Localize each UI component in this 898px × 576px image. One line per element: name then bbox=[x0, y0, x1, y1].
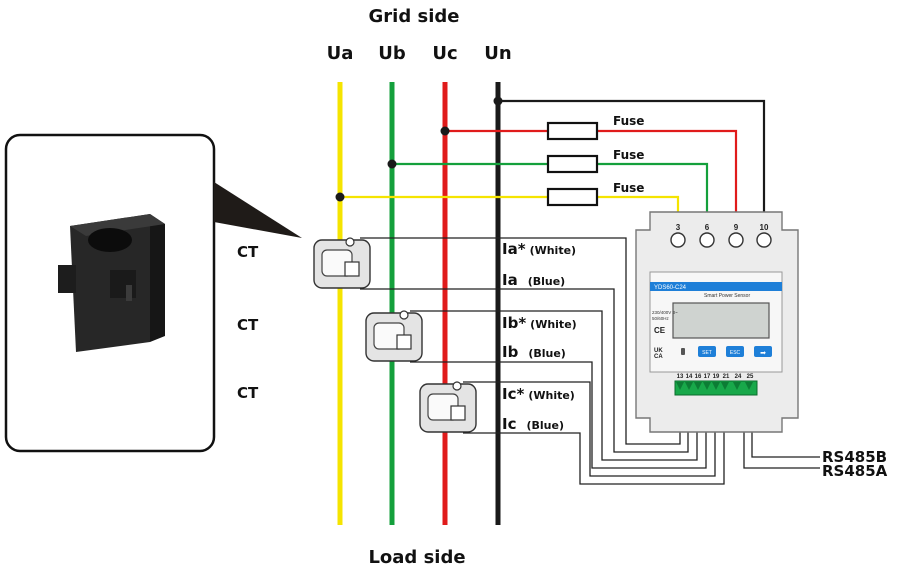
meter-bottom-terminals: 13 14 16 17 19 21 24 25 bbox=[674, 374, 758, 396]
junction-dot-un bbox=[493, 96, 503, 106]
junction-dot-ua bbox=[335, 192, 345, 202]
fuse-1 bbox=[546, 121, 599, 141]
ct-product-image bbox=[58, 214, 165, 352]
terminal-screw-3 bbox=[670, 232, 686, 248]
terminal-screw-6 bbox=[699, 232, 715, 248]
meter-model: YDS60-C24 bbox=[654, 285, 687, 291]
terminal-label-10: 10 bbox=[760, 223, 769, 232]
phase-label-ua: Ua bbox=[327, 43, 354, 64]
ct-label-3: CT bbox=[237, 384, 259, 402]
rs485b-label: RS485B bbox=[822, 448, 887, 466]
ct-label-2: CT bbox=[237, 316, 259, 334]
terminal-label-17: 17 bbox=[704, 374, 711, 380]
wire-label-ib-white: Ib*(White) bbox=[502, 314, 577, 332]
wire-label-ic-white: Ic*(White) bbox=[502, 385, 575, 403]
meter-spec-2: 50/60Hz bbox=[652, 316, 670, 321]
meter-spec-1: 230/400V 3~ bbox=[652, 310, 678, 315]
meter-lcd bbox=[672, 302, 770, 339]
ukca-mark-ca: CA bbox=[654, 354, 663, 360]
ct-wire-ic-white bbox=[463, 381, 716, 477]
meter-esc-label: ESC bbox=[730, 350, 741, 356]
ct-callout-pointer bbox=[214, 182, 302, 238]
wire-label-ic-blue: Ic(Blue) bbox=[502, 415, 564, 433]
meter-header-bar bbox=[650, 282, 782, 291]
terminal-label-3: 3 bbox=[676, 223, 681, 232]
meter-next-label: ➡ bbox=[760, 350, 766, 357]
meter-set-label: SET bbox=[702, 350, 712, 356]
ub-feed-wire-b bbox=[597, 162, 709, 222]
phase-label-ub: Ub bbox=[378, 43, 406, 64]
ct-wire-ic-blue bbox=[463, 395, 725, 485]
ct-clamp-b bbox=[365, 310, 423, 362]
terminal-screw-10 bbox=[756, 232, 772, 248]
smart-meter: YDS60-C24 Smart Power Sensor 230/400V 3~… bbox=[635, 211, 799, 433]
meter-esc-button[interactable] bbox=[726, 346, 744, 357]
rs485a-label: RS485A bbox=[822, 462, 888, 480]
phase-label-uc: Uc bbox=[432, 43, 457, 64]
wire-label-ib-blue: Ib(Blue) bbox=[502, 343, 566, 361]
meter-top-terminals: 3 6 9 10 bbox=[670, 223, 772, 248]
junction-dot-ub bbox=[387, 159, 397, 169]
phase-label-un: Un bbox=[484, 43, 511, 64]
wire-label-ia-white: Ia*(White) bbox=[502, 240, 576, 258]
meter-name: Smart Power Sensor bbox=[704, 293, 750, 299]
ct-clamp-c bbox=[419, 381, 477, 433]
neutral-feed-wire bbox=[498, 99, 766, 222]
terminal-label-24: 24 bbox=[735, 374, 742, 380]
load-side-label: Load side bbox=[368, 547, 465, 568]
terminal-label-6: 6 bbox=[705, 223, 710, 232]
meter-set-button[interactable] bbox=[698, 346, 716, 357]
terminal-label-9: 9 bbox=[734, 223, 739, 232]
ukca-mark-uk: UK bbox=[654, 348, 663, 354]
junction-dot-uc bbox=[440, 126, 450, 136]
terminal-label-16: 16 bbox=[695, 374, 702, 380]
terminal-label-19: 19 bbox=[713, 374, 720, 380]
terminal-screw-9 bbox=[728, 232, 744, 248]
terminal-label-21: 21 bbox=[723, 374, 730, 380]
fuse-label-2: Fuse bbox=[613, 148, 644, 162]
grid-side-label: Grid side bbox=[369, 6, 460, 27]
fuse-3 bbox=[546, 187, 599, 207]
ct-wire-ib-blue bbox=[410, 361, 707, 469]
terminal-label-25: 25 bbox=[747, 374, 754, 380]
ct-clamp-a bbox=[313, 237, 371, 289]
ce-mark: CE bbox=[654, 326, 666, 335]
wire-label-ia-blue: Ia(Blue) bbox=[502, 271, 565, 289]
fuse-2 bbox=[546, 154, 599, 174]
meter-next-button[interactable] bbox=[754, 346, 772, 357]
ct-wire-ia-blue bbox=[360, 288, 689, 453]
ct-label-1: CT bbox=[237, 243, 259, 261]
ct-wire-ib-white bbox=[410, 310, 698, 461]
uc-feed-wire-b bbox=[597, 129, 738, 222]
terminal-label-13: 13 bbox=[677, 374, 684, 380]
meter-indicator-light bbox=[681, 348, 685, 355]
fuse-label-3: Fuse bbox=[613, 181, 644, 195]
fuse-label-1: Fuse bbox=[613, 114, 644, 128]
terminal-label-14: 14 bbox=[686, 374, 693, 380]
